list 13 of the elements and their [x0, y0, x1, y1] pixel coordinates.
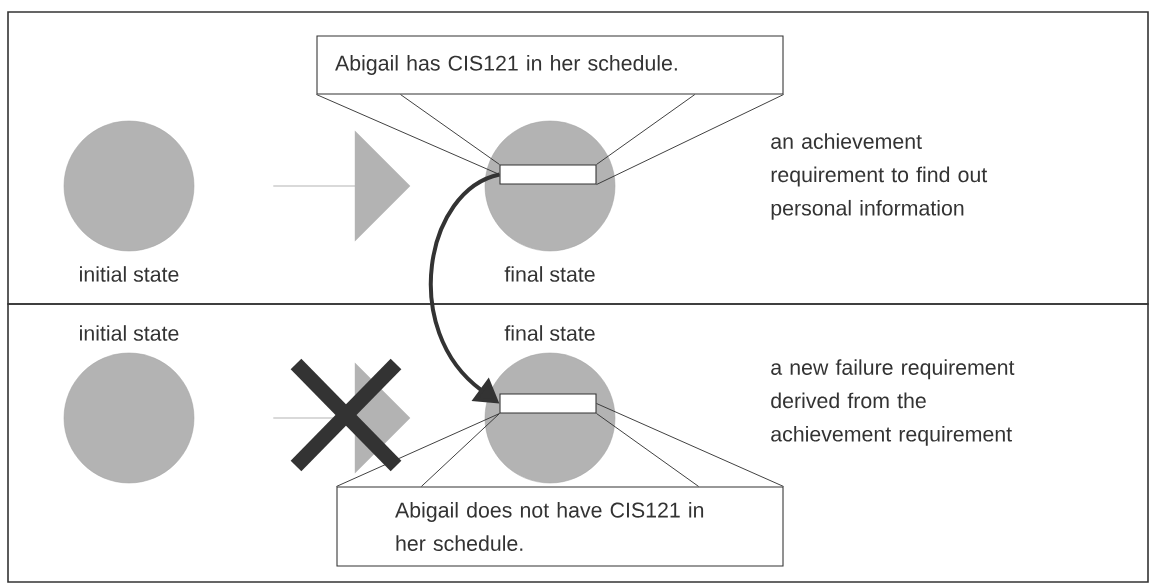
highlight-bar — [499, 164, 597, 185]
block-arrow — [273, 362, 411, 474]
block-arrow — [273, 130, 411, 242]
curved-arrow — [428, 172, 501, 404]
highlight-bar — [499, 393, 597, 414]
callout-box: Abigail does not have CIS121 in her schedule. — [336, 486, 784, 567]
description-text: a new failure requirement derived from the achievement requirement — [771, 359, 1015, 446]
state-label: final state — [504, 266, 595, 282]
state-label: final state — [504, 325, 595, 341]
state-label: initial state — [80, 325, 179, 341]
callout-box: Abigail has CIS121 in her schedule. — [316, 35, 784, 95]
state-label: initial state — [80, 266, 179, 282]
description-text: an achievement requirement to find out personal information — [771, 133, 988, 220]
